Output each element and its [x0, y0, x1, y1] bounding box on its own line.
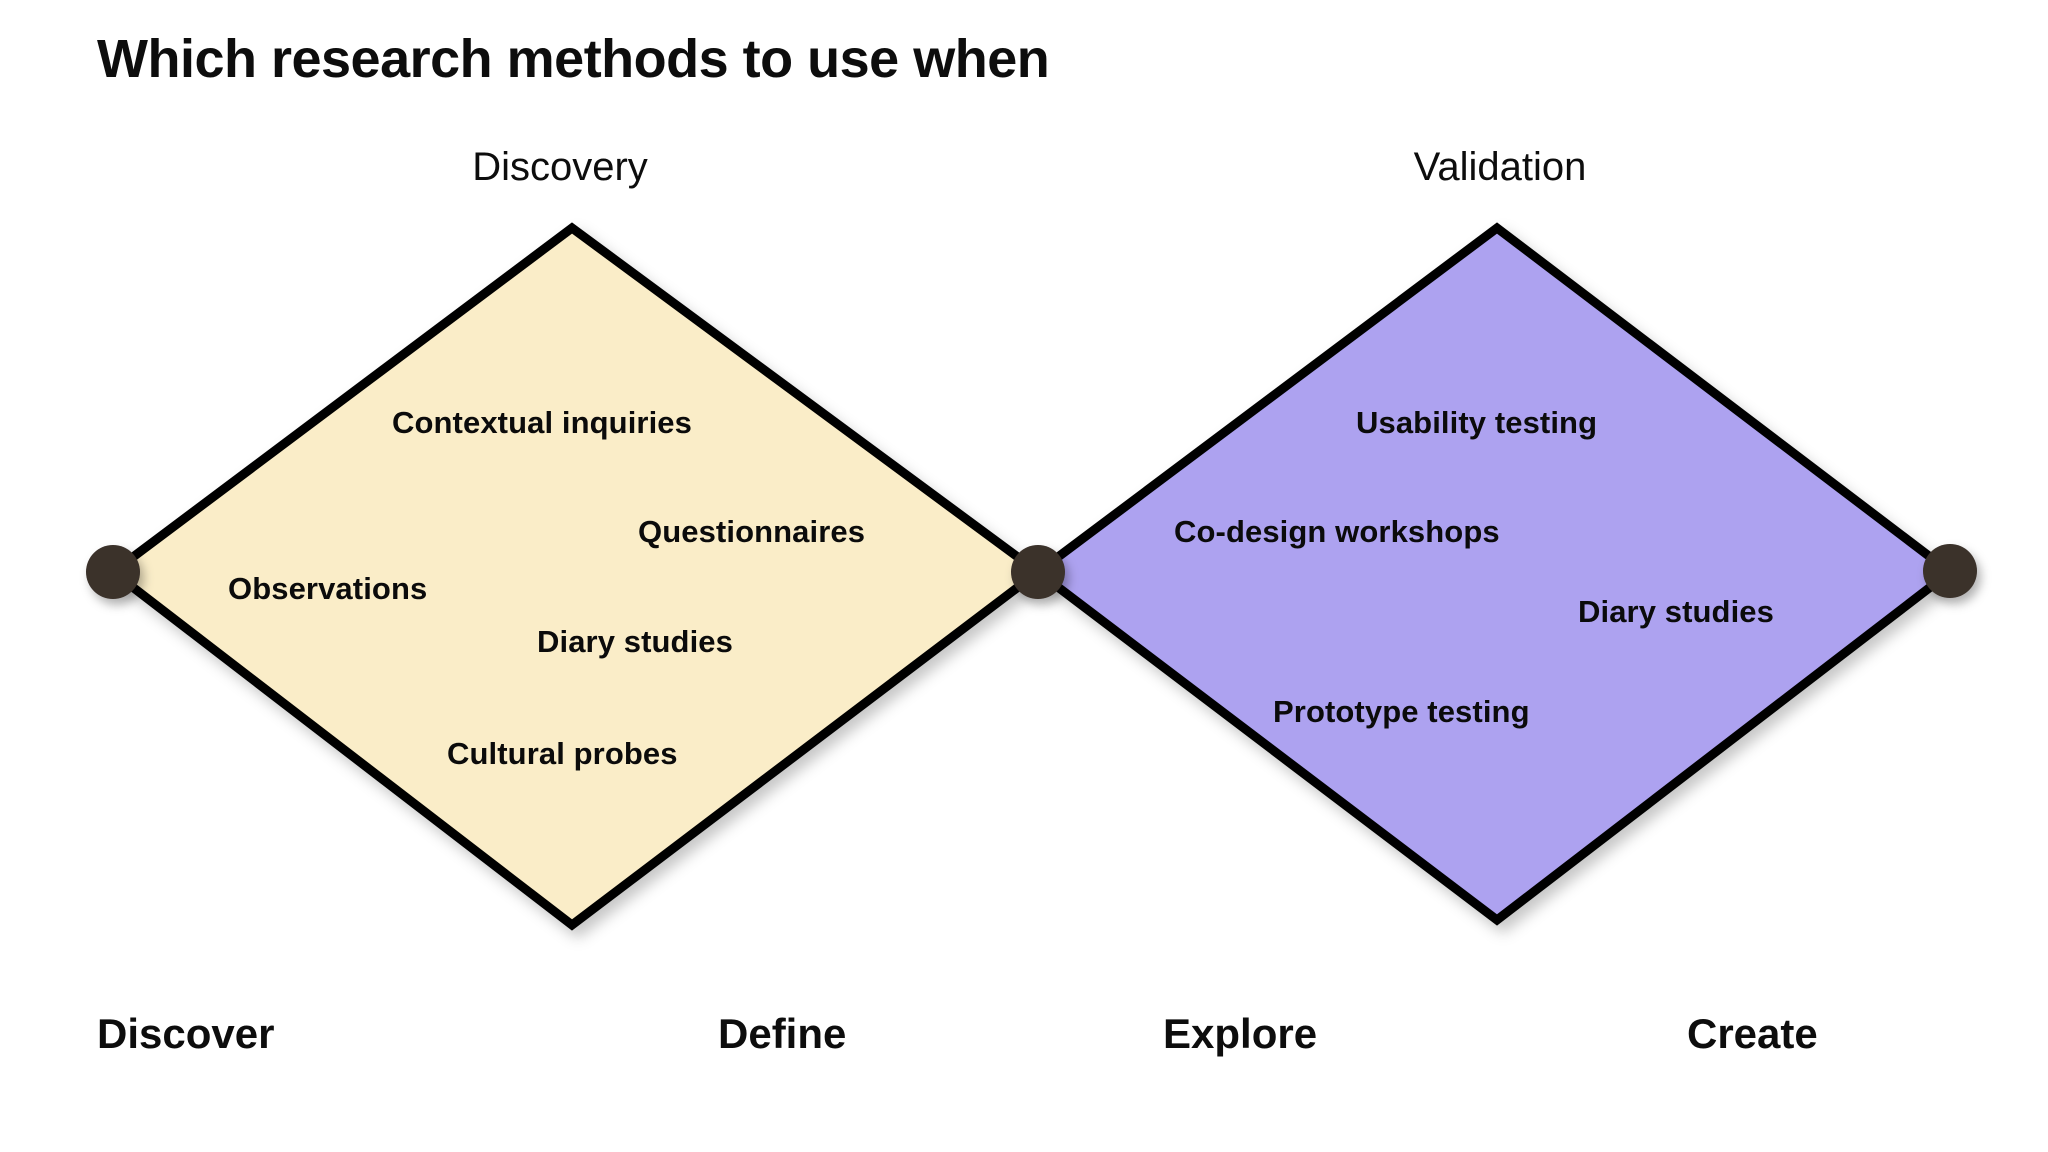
method-label-observations: Observations: [228, 571, 428, 606]
middle-node-dot: [1011, 545, 1065, 599]
method-label-usability-testing: Usability testing: [1356, 405, 1598, 440]
stage-label-create: Create: [1687, 1010, 1818, 1057]
validation-diamond: [1030, 222, 1958, 926]
method-label-co-design-workshops: Co-design workshops: [1174, 514, 1500, 549]
method-label-questionnaires: Questionnaires: [638, 514, 866, 549]
stage-label-explore: Explore: [1163, 1010, 1318, 1057]
page-title: Which research methods to use when: [97, 29, 1050, 89]
method-label-diary-studies-discovery: Diary studies: [537, 624, 733, 659]
method-label-contextual-inquiries: Contextual inquiries: [392, 405, 692, 440]
method-label-prototype-testing: Prototype testing: [1273, 694, 1530, 729]
phase-caption-discovery: Discovery: [472, 145, 648, 189]
method-label-cultural-probes: Cultural probes: [447, 736, 678, 771]
start-node-dot: [86, 545, 140, 599]
stage-label-discover: Discover: [97, 1010, 275, 1057]
method-label-diary-studies-validation: Diary studies: [1578, 594, 1774, 629]
stage-label-define: Define: [718, 1010, 847, 1057]
end-node-dot: [1923, 544, 1977, 598]
phase-caption-validation: Validation: [1413, 145, 1587, 189]
